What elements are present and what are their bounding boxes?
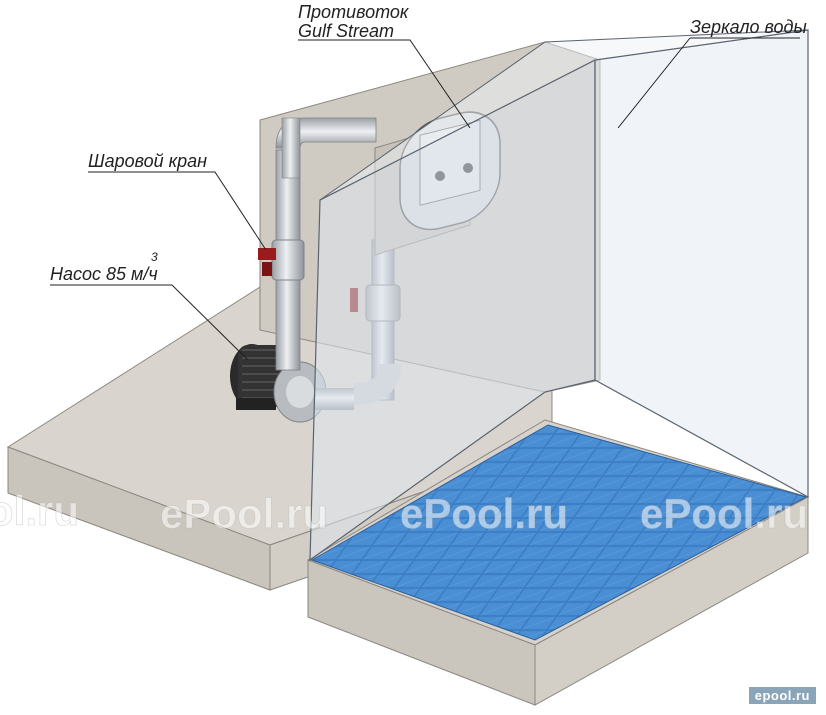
water-surface-leader <box>617 37 800 129</box>
counterflow-label-line2: Gulf Stream <box>298 21 395 41</box>
watermark-3: ePool.ru <box>640 490 808 537</box>
pump-leader <box>50 284 249 361</box>
pump-label-exponent: 3 <box>151 250 158 264</box>
ball-valve-label: Шаровой кран <box>88 151 208 171</box>
counterflow-label-line1: Противоток <box>298 2 409 22</box>
brand-badge: epool.ru <box>748 687 816 704</box>
leader-lines <box>50 37 800 361</box>
ball-valve-leader <box>88 171 267 251</box>
tiled-pool-floor <box>310 424 808 641</box>
ball-valve <box>258 248 276 276</box>
water-volume <box>309 29 809 562</box>
watermark-partial: ol.ru <box>0 487 79 534</box>
pump-label: Насос 85 м/ч <box>50 264 158 284</box>
watermark-1: ePool.ru <box>160 490 328 537</box>
water-surface-label: Зеркало воды <box>690 17 807 37</box>
counterflow-leader <box>298 39 471 129</box>
watermark-2: ePool.ru <box>400 490 568 537</box>
supply-pipe <box>271 117 377 371</box>
